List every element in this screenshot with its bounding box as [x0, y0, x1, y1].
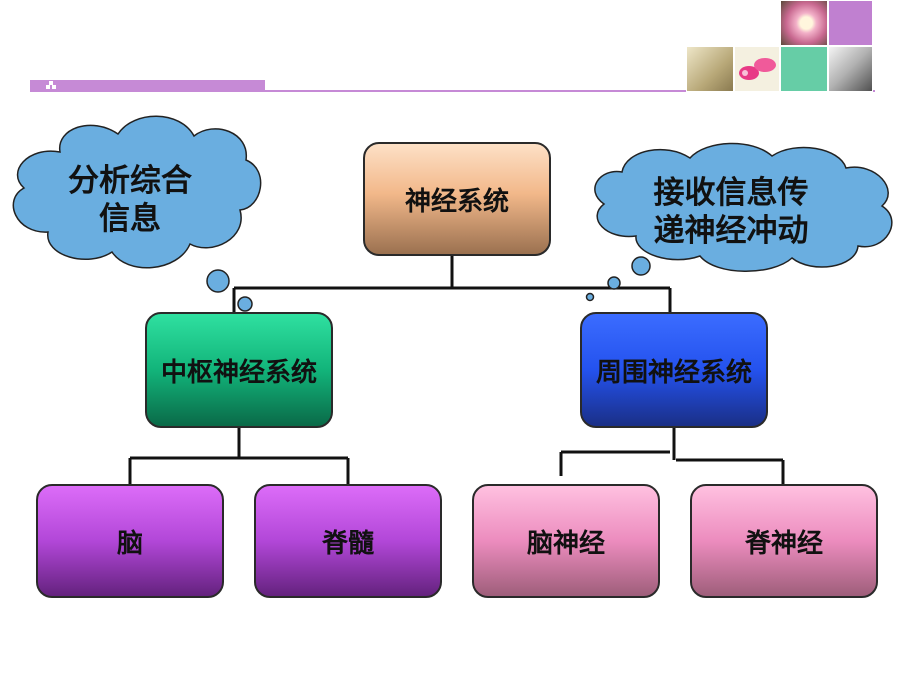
- lavender-tile: [828, 0, 873, 46]
- header-divider-line: [265, 90, 875, 92]
- node-label: 脑: [116, 528, 143, 559]
- node-nervous-system: 神经系统: [363, 142, 551, 256]
- left-callout-line1: 分析综合: [68, 163, 192, 199]
- node-label: 神经系统: [404, 186, 509, 217]
- header-sparkle-icon: [46, 81, 56, 89]
- mint-tile: [780, 46, 828, 92]
- right-callout-line2: 递神经冲动: [653, 213, 809, 249]
- left-callout-line2: 信息: [99, 201, 161, 237]
- node-label: 中枢神经系统: [160, 357, 317, 388]
- node-cranial-nerves: 脑神经: [472, 484, 660, 598]
- node-peripheral-nervous-system: 周围神经系统: [580, 312, 768, 428]
- right-callout-text: 接收信息传 递神经冲动: [616, 174, 846, 250]
- node-label: 脊髓: [321, 528, 374, 559]
- left-thought-cloud: [12, 115, 273, 329]
- node-label: 脊神经: [744, 528, 823, 559]
- node-central-nervous-system: 中枢神经系统: [145, 312, 333, 428]
- right-callout-line1: 接收信息传: [653, 175, 809, 211]
- node-spinal-nerves: 脊神经: [690, 484, 878, 598]
- node-label: 周围神经系统: [595, 357, 752, 388]
- soap-roll-photo: [734, 46, 780, 92]
- left-callout-text: 分析综合 信息: [30, 162, 230, 238]
- lily-flower-photo: [780, 0, 828, 46]
- header-accent-bar: [30, 80, 265, 92]
- spa-bottle-photo: [686, 46, 734, 92]
- right-thought-cloud: [585, 142, 893, 302]
- cosmetics-case-photo: [828, 46, 873, 92]
- node-spinal-cord: 脊髓: [254, 484, 442, 598]
- node-label: 脑神经: [526, 528, 605, 559]
- node-brain: 脑: [36, 484, 224, 598]
